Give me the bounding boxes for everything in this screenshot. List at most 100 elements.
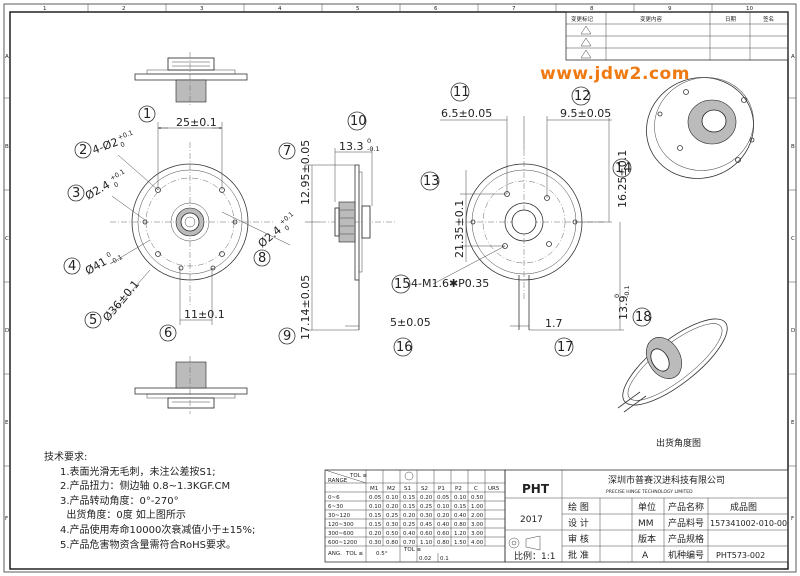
svg-text:4: 4 — [68, 259, 76, 274]
svg-text:13: 13 — [423, 174, 440, 189]
rev-header: 变更标记 — [571, 15, 594, 23]
balloon-18: 18 — [632, 307, 652, 327]
svg-text:0: 0 — [367, 137, 371, 145]
svg-text:TOL ≤: TOL ≤ — [403, 547, 422, 553]
tol-value: 0.40 — [437, 522, 450, 528]
border-letter: D — [5, 328, 9, 334]
tol-value: 0.15 — [369, 513, 382, 519]
border-ticks — [4, 4, 796, 467]
svg-text:7: 7 — [283, 144, 291, 159]
svg-text:MM: MM — [638, 519, 654, 529]
dim-1-7: 1.7 — [545, 317, 563, 330]
svg-text:0.02: 0.02 — [419, 556, 431, 562]
tol-value: 0.15 — [369, 522, 382, 528]
dim-17-14: 17.14±0.05 — [299, 275, 312, 340]
dim-4-phi2: 4-Ø2 — [91, 135, 120, 156]
svg-text:+0.1: +0.1 — [117, 129, 135, 142]
dim-21-35: 21.35±0.1 — [453, 200, 466, 258]
dim-phi2-4-right: Ø2.4 — [256, 224, 284, 251]
tol-value: 0.15 — [454, 504, 467, 510]
tol-value: 2.00 — [471, 513, 484, 519]
balloon-15: 15 — [391, 274, 411, 294]
border-num: 2 — [122, 6, 126, 12]
svg-text:0: 0 — [283, 224, 291, 233]
tol-value: 0.40 — [454, 513, 467, 519]
requirement-item: 5.产品危害物资含量需符合RoHS要求。 — [60, 539, 237, 551]
border-letter: D — [791, 328, 795, 334]
tol-value: 4.00 — [471, 540, 484, 546]
tol-range: 0~6 — [328, 495, 340, 501]
tol-value: 1.10 — [420, 540, 433, 546]
svg-text:8: 8 — [258, 251, 266, 266]
dimensions: 25±0.1 4-Ø2 +0.1 0 Ø2.4 +0.1 0 Ø41 0 -0.… — [83, 107, 631, 340]
svg-text:16: 16 — [396, 340, 413, 355]
tol-value: 0.10 — [386, 495, 399, 501]
tol-value: 0.30 — [420, 513, 433, 519]
border-num: 5 — [356, 6, 360, 12]
border-letter: C — [5, 236, 9, 242]
svg-text:C: C — [474, 486, 478, 492]
tol-range: 300~600 — [328, 531, 354, 537]
requirement-item: 2.产品扭力：侧边轴 0.8~1.3KGF.CM — [60, 481, 231, 493]
top-view — [134, 52, 248, 106]
product-name: 成品图 — [730, 501, 757, 513]
front-view — [107, 122, 291, 325]
svg-text:S1: S1 — [404, 486, 411, 492]
side-view — [305, 148, 395, 331]
balloon-11: 11 — [450, 82, 470, 102]
tol-range: 600~1200 — [328, 540, 358, 546]
product-number: 157341002-010-00 — [710, 519, 787, 528]
svg-text:+0.1: +0.1 — [278, 210, 295, 226]
balloon-13: 13 — [420, 171, 440, 191]
balloon-3: 3 — [67, 184, 85, 202]
year: 2017 — [520, 515, 543, 525]
machine-number: PHT573-002 — [716, 551, 765, 560]
balloon-10: 10 — [347, 111, 367, 131]
tol-value: 0.45 — [420, 522, 433, 528]
dim-16-25: 16.25±0.1 — [616, 150, 629, 208]
svg-text:S2: S2 — [421, 486, 428, 492]
svg-text:0: 0 — [105, 250, 113, 259]
balloon-9: 9 — [278, 327, 296, 345]
tol-value: 0.25 — [403, 522, 416, 528]
dim-11: 11±0.1 — [184, 308, 225, 321]
dim-25: 25±0.1 — [176, 116, 217, 129]
scale: 比例：1:1 — [514, 550, 556, 562]
tol-value: 0.20 — [437, 513, 450, 519]
dim-phi2-4-left: Ø2.4 — [83, 178, 112, 202]
border-num: 9 — [668, 6, 672, 12]
svg-text:11: 11 — [453, 85, 470, 100]
tol-value: 0.20 — [403, 513, 416, 519]
rev-header: 变更内容 — [640, 15, 663, 23]
tol-value: 0.10 — [437, 504, 450, 510]
border-num: 7 — [512, 6, 516, 12]
revision-table: 变更标记 变更内容 日期 签名 — [565, 11, 789, 61]
tol-value: 0.10 — [369, 504, 382, 510]
balloon-12: 12 — [571, 86, 591, 106]
border-labels: 1 2 3 4 5 6 7 8 9 10 A B C D E F A B C D… — [5, 6, 795, 522]
dim-5: 5±0.05 — [390, 316, 431, 329]
svg-text:17: 17 — [557, 340, 574, 355]
svg-text:批 准: 批 准 — [568, 549, 589, 561]
tol-value: 0.15 — [403, 495, 416, 501]
tol-value: 0.70 — [403, 540, 416, 546]
svg-text:+0.1: +0.1 — [108, 168, 126, 183]
tol-value: 0.80 — [386, 540, 399, 546]
title-block: PHT 深圳市普赛汉进科技有限公司 PRECISE HINGE TECHNOLO… — [504, 469, 789, 563]
dim-4-m1-6: 4-M1.6✱P0.35 — [411, 277, 489, 290]
svg-text:机种编号: 机种编号 — [668, 549, 704, 561]
svg-text:A: A — [642, 551, 649, 561]
border-letter: B — [791, 144, 795, 150]
tol-value: 0.40 — [403, 531, 416, 537]
border-letter: A — [5, 54, 9, 60]
border-num: 3 — [200, 6, 204, 12]
svg-text:UR5: UR5 — [488, 486, 500, 492]
tol-value: 0.50 — [386, 531, 399, 537]
svg-text:14: 14 — [615, 161, 632, 176]
svg-text:产品规格: 产品规格 — [668, 533, 704, 545]
tol-range: 6~30 — [328, 504, 344, 510]
svg-text:TOL ≤: TOL ≤ — [349, 473, 368, 479]
dim-phi36: Ø36±0.1 — [100, 278, 142, 324]
